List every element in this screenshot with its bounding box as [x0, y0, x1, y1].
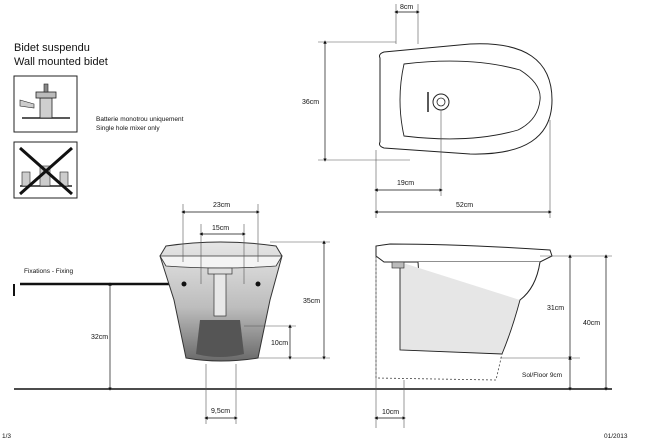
dim-hole-offset: 19cm [397, 180, 414, 187]
dim-fixing-height: 32cm [91, 334, 108, 341]
corner-right-mark: 01/2013 [604, 433, 628, 440]
dim-drain-width: 9,5cm [211, 408, 230, 415]
dim-width-top: 8cm [400, 4, 413, 11]
mixer-note-english: Single hole mixer only [96, 125, 160, 132]
title-french: Bidet suspendu [14, 42, 90, 54]
three-hole-mixer-crossed-icon [13, 141, 78, 199]
top-view-bidet [379, 43, 553, 155]
floor-label: Sol/Floor 9cm [522, 372, 562, 379]
dim-drain-height: 10cm [271, 340, 288, 347]
dim-fixing-spacing: 15cm [212, 225, 229, 232]
corner-left-mark: 1/3 [2, 433, 11, 440]
front-view-bidet [159, 241, 283, 362]
dim-side-drain: 10cm [382, 409, 399, 416]
mixer-note-french: Batterie monotrou uniquement [96, 116, 184, 123]
title-english: Wall mounted bidet [14, 56, 108, 68]
dim-overall-height: 40cm [583, 320, 600, 327]
dim-body-height: 35cm [303, 298, 320, 305]
fixing-label: Fixations - Fixing [24, 268, 74, 275]
dim-front-width: 23cm [213, 202, 230, 209]
dim-side-height: 31cm [547, 305, 564, 312]
single-hole-mixer-icon [13, 75, 78, 133]
dim-total-length: 52cm [456, 202, 473, 209]
dim-plan-depth: 36cm [302, 99, 319, 106]
side-view-bidet [375, 243, 553, 381]
